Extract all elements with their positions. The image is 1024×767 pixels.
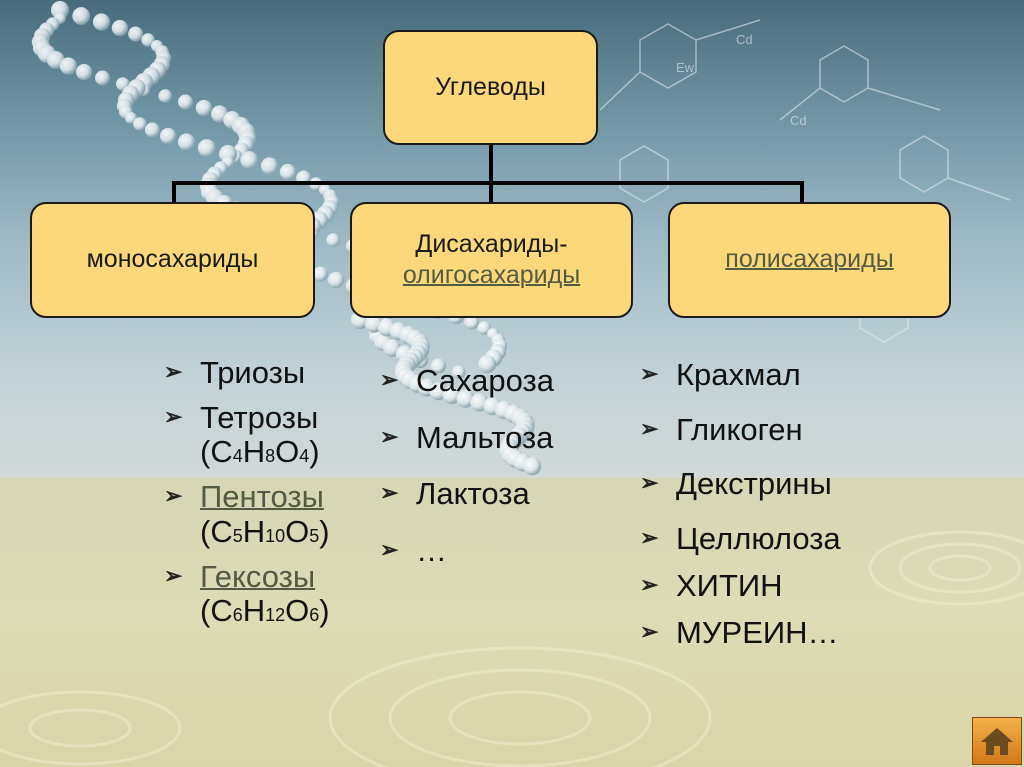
- tetroses-label: Тетрозы: [200, 400, 318, 435]
- pentoses-link[interactable]: Пентозы: [200, 479, 324, 514]
- list-item: ➢ Триозы: [164, 356, 374, 391]
- list-item-label: Целлюлоза: [676, 521, 841, 556]
- list-item-label: Декстрины: [676, 466, 832, 501]
- list-item-label: Гликоген: [676, 412, 803, 447]
- category-box-polysaccharides: полисахариды: [668, 202, 951, 318]
- list-item-label: Крахмал: [676, 357, 801, 392]
- list-item: ➢ Целлюлоза: [640, 522, 920, 557]
- formula-h-count: 8: [265, 446, 275, 466]
- arrowhead-bullet-icon: ➢: [380, 538, 398, 563]
- list-item: ➢ Мальтоза: [380, 421, 620, 456]
- list-item-label: …: [416, 533, 447, 568]
- arrowhead-bullet-icon: ➢: [380, 368, 398, 393]
- formula-h-count: 12: [265, 605, 285, 625]
- connector-left: [172, 181, 176, 203]
- svg-text:Ew: Ew: [676, 60, 695, 75]
- home-button[interactable]: [972, 717, 1022, 765]
- svg-text:Cd: Cd: [790, 113, 807, 128]
- category-box-monosaccharides: моносахариды: [30, 202, 315, 318]
- pentoses-formula: (C5H10O5): [200, 515, 374, 550]
- list-item: ➢ …: [380, 534, 620, 569]
- disaccharides-list: ➢ Сахароза ➢ Мальтоза ➢ Лактоза ➢ …: [380, 364, 620, 569]
- svg-text:Cd: Cd: [736, 32, 753, 47]
- list-item-label: МУРЕИН…: [676, 615, 839, 650]
- list-item: ➢ ХИТИН: [640, 569, 920, 604]
- list-item: ➢ Пентозы (C5H10O5): [164, 480, 374, 549]
- connector-horizontal: [172, 181, 804, 185]
- arrowhead-bullet-icon: ➢: [164, 360, 182, 385]
- list-item: ➢ Крахмал: [640, 358, 920, 393]
- hexoses-formula: (C6H12O6): [200, 594, 374, 629]
- list-item-label: Сахароза: [416, 363, 554, 398]
- oligosaccharides-link[interactable]: олигосахариды: [403, 260, 580, 291]
- connector-middle: [489, 181, 493, 203]
- arrowhead-bullet-icon: ➢: [640, 362, 658, 387]
- root-box-carbohydrates: Углеводы: [383, 30, 598, 145]
- formula-c-count: 5: [233, 526, 243, 546]
- formula-c-count: 4: [233, 446, 243, 466]
- hexoses-link[interactable]: Гексозы: [200, 559, 315, 594]
- polysaccharides-list: ➢ Крахмал ➢ Гликоген ➢ Декстрины ➢ Целлю…: [640, 358, 920, 650]
- arrowhead-bullet-icon: ➢: [164, 564, 182, 589]
- formula-h-count: 10: [265, 526, 285, 546]
- arrowhead-bullet-icon: ➢: [640, 526, 658, 551]
- list-item-label: ХИТИН: [676, 568, 783, 603]
- list-item: ➢ Гексозы (C6H12O6): [164, 560, 374, 629]
- category-label-disaccharides: Дисахариды-: [415, 229, 567, 260]
- list-item: ➢ Сахароза: [380, 364, 620, 399]
- arrowhead-bullet-icon: ➢: [164, 405, 182, 430]
- list-item-label: Лактоза: [416, 476, 530, 511]
- list-item-label: Мальтоза: [416, 420, 553, 455]
- formula-o-count: 5: [309, 526, 319, 546]
- arrowhead-bullet-icon: ➢: [640, 417, 658, 442]
- arrowhead-bullet-icon: ➢: [380, 481, 398, 506]
- list-item: ➢ Тетрозы (C4H8O4): [164, 401, 374, 470]
- formula-o-count: 6: [309, 605, 319, 625]
- home-icon: [979, 725, 1015, 757]
- connector-right: [800, 181, 804, 203]
- trioses-label: Триозы: [200, 355, 305, 390]
- arrowhead-bullet-icon: ➢: [640, 573, 658, 598]
- formula-c-count: 6: [233, 605, 243, 625]
- formula-o-count: 4: [299, 446, 309, 466]
- root-label: Углеводы: [435, 72, 546, 103]
- arrowhead-bullet-icon: ➢: [164, 484, 182, 509]
- arrowhead-bullet-icon: ➢: [380, 425, 398, 450]
- polysaccharides-link[interactable]: полисахариды: [725, 244, 893, 275]
- list-item: ➢ Лактоза: [380, 477, 620, 512]
- arrowhead-bullet-icon: ➢: [640, 471, 658, 496]
- monosaccharides-list: ➢ Триозы ➢ Тетрозы (C4H8O4) ➢ Пентозы (C…: [164, 356, 374, 629]
- category-label-monosaccharides: моносахариды: [87, 244, 259, 275]
- arrowhead-bullet-icon: ➢: [640, 620, 658, 645]
- list-item: ➢ Гликоген: [640, 413, 920, 448]
- connector-root-vertical: [489, 145, 493, 183]
- list-item: ➢ МУРЕИН…: [640, 616, 920, 651]
- tetroses-formula: (C4H8O4): [200, 435, 374, 470]
- category-box-disaccharides: Дисахариды- олигосахариды: [350, 202, 633, 318]
- list-item: ➢ Декстрины: [640, 467, 920, 502]
